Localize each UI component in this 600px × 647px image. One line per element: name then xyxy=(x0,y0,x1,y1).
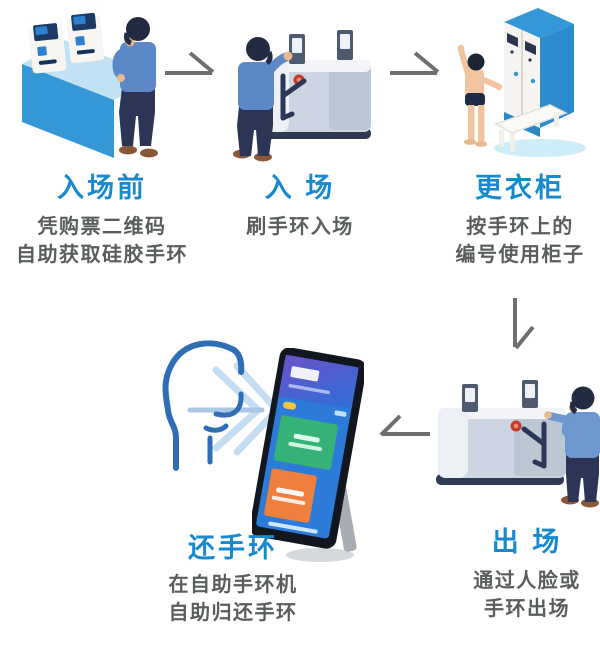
exit-turnstile-icon xyxy=(436,380,600,508)
desc-line: 在自助手环机 xyxy=(168,574,298,596)
desc-line: 自助归还手环 xyxy=(168,602,298,624)
step-title-exit: 出 场 xyxy=(491,527,563,557)
desc-line: 编号使用柜子 xyxy=(455,244,585,266)
wristband-return-kiosk-illustration xyxy=(249,347,367,566)
step-desc-return-wristband: 在自助手环机 自助归还手环 xyxy=(133,571,333,627)
kiosk-screen-icon xyxy=(249,347,367,562)
entry-turnstile-illustration xyxy=(225,16,377,164)
visitor-figure xyxy=(233,37,293,162)
desc-line: 刷手环入场 xyxy=(246,216,354,238)
visitor-figure xyxy=(544,386,600,508)
changing-locker-icon xyxy=(457,8,586,157)
kid-figure xyxy=(457,44,503,147)
step-desc-exit: 通过人脸或 手环出场 xyxy=(427,567,600,623)
desc-line: 凭购票二维码 xyxy=(37,216,167,238)
desc-line: 通过人脸或 xyxy=(473,570,581,592)
arrow-down-icon xyxy=(500,293,540,355)
entry-turnstile-icon xyxy=(233,30,371,162)
arrow-left-icon xyxy=(374,408,436,442)
desc-line: 按手环上的 xyxy=(466,216,574,238)
changing-locker-illustration xyxy=(452,0,594,162)
step-title-return-wristband: 还手环 xyxy=(188,533,278,563)
step-title-entry: 入 场 xyxy=(264,173,336,203)
step-title-before-entry: 入场前 xyxy=(57,173,147,203)
visitor-figure xyxy=(112,17,158,158)
desc-line: 手环出场 xyxy=(484,598,570,620)
arrow-right-icon xyxy=(160,45,220,80)
wristband-kiosk-icon xyxy=(22,6,158,158)
step-desc-before-entry: 凭购票二维码 自助获取硅胶手环 xyxy=(0,213,204,269)
exit-turnstile-illustration xyxy=(418,372,600,510)
step-desc-entry: 刷手环入场 xyxy=(210,213,390,241)
step-desc-locker: 按手环上的 编号使用柜子 xyxy=(430,213,600,269)
step-title-locker: 更衣柜 xyxy=(475,173,565,203)
desc-line: 自助获取硅胶手环 xyxy=(16,244,188,266)
wristband-kiosk-illustration xyxy=(8,0,166,162)
arrow-right-icon xyxy=(385,45,445,80)
